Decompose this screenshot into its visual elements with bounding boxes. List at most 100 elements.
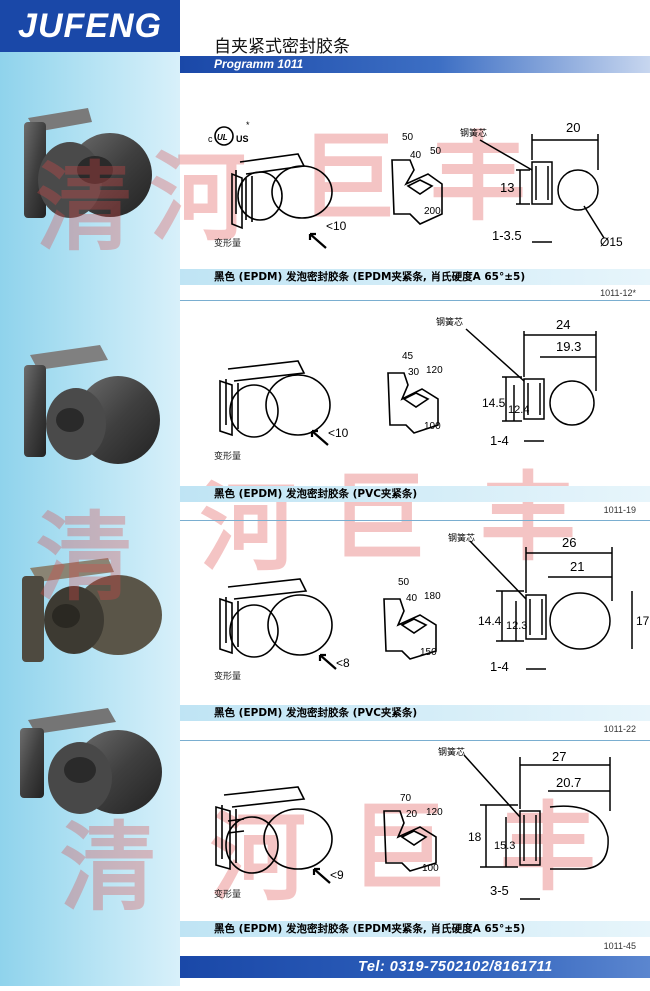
profile-angle-4: 150 xyxy=(420,647,437,658)
steel-core-label: 钢簧芯 xyxy=(436,316,463,327)
profile-angle-3: 120 xyxy=(426,807,443,818)
section-divider xyxy=(180,520,650,521)
caption-bar: 黑色 (EPDM) 发泡密封胶条 (EPDM夹紧条, 肖氏硬度A 65°±5) xyxy=(180,269,650,285)
profile-angle-1: 70 xyxy=(400,793,412,804)
cross-section-drawing xyxy=(465,328,597,442)
section-divider xyxy=(180,300,650,301)
caption-bar: 黑色 (EPDM) 发泡密封胶条 (PVC夹紧条) xyxy=(180,705,650,721)
drawing-1011-12: c UL US * <10 50 40 50 200 xyxy=(208,120,623,249)
cross-section-drawing xyxy=(469,540,633,670)
product-photo-column xyxy=(0,0,180,986)
dim-height: 18 xyxy=(468,830,482,844)
product-photos xyxy=(20,108,162,814)
deform-value: <8 xyxy=(336,656,350,670)
product-section-1011-45: <9 70 20 120 100 钢簧芯 27 20.7 18 15.3 xyxy=(180,741,650,955)
profile-drawing xyxy=(383,598,437,660)
cross-section-drawing xyxy=(463,754,611,900)
seal-3d-drawing xyxy=(219,578,333,658)
steel-core-label: 钢簧芯 xyxy=(438,746,465,757)
contact-bar: Tel: 0319-7502102/8161711 xyxy=(180,956,650,978)
product-code: 1011-19 xyxy=(603,505,636,515)
seal-photo-2 xyxy=(24,345,160,464)
profile-angle-4: 100 xyxy=(422,863,439,874)
dim-diameter: Ø15 xyxy=(600,235,623,249)
program-bar: Programm 1011 xyxy=(180,56,650,73)
profile-drawing xyxy=(387,372,439,434)
profile-angle-3: 120 xyxy=(426,365,443,376)
svg-text:UL: UL xyxy=(217,133,228,142)
dim-clamp-range: 1-4 xyxy=(490,659,509,674)
product-section-1011-22: <8 50 40 180 150 钢簧芯 26 21 14.4 xyxy=(180,521,650,740)
product-code: 1011-12* xyxy=(600,288,636,298)
deform-arrow-icon xyxy=(310,429,329,446)
deform-arrow-icon xyxy=(312,867,331,884)
profile-angle-4: 100 xyxy=(424,421,441,432)
dim-width: 20 xyxy=(566,120,580,135)
seal-3d-drawing xyxy=(219,360,331,438)
caption-bar: 黑色 (EPDM) 发泡密封胶条 (PVC夹紧条) xyxy=(180,486,650,502)
profile-angle-2: 20 xyxy=(406,809,418,820)
deform-arrow-icon xyxy=(308,232,327,249)
product-section-1011-19: <10 45 30 120 100 钢簧芯 24 19.3 14.5 12.4 xyxy=(180,301,650,520)
deform-value: <10 xyxy=(328,426,349,440)
profile-angle-2: 30 xyxy=(408,367,420,378)
dim-width: 27 xyxy=(552,749,566,764)
dim-height: 14.4 xyxy=(478,614,502,628)
deform-value: <9 xyxy=(330,868,344,882)
profile-angle-4: 200 xyxy=(424,206,441,217)
profile-drawing xyxy=(391,159,443,225)
seal-photo-4 xyxy=(20,708,162,814)
product-caption: 黑色 (EPDM) 发泡密封胶条 (PVC夹紧条) xyxy=(214,707,418,719)
steel-core-label: 钢簧芯 xyxy=(460,127,487,138)
page-title: 自夹紧式密封胶条 xyxy=(214,37,350,57)
profile-angle-1: 50 xyxy=(398,577,410,588)
ul-c: c xyxy=(208,134,213,144)
section-divider xyxy=(180,740,650,741)
drawing-1011-19: <10 45 30 120 100 钢簧芯 24 19.3 14.5 12.4 xyxy=(219,316,597,448)
seal-photo-1 xyxy=(24,108,152,218)
product-caption: 黑色 (EPDM) 发泡密封胶条 (EPDM夹紧条, 肖氏硬度A 65°±5) xyxy=(214,271,526,283)
ul-star: * xyxy=(246,120,250,130)
dim-bulb-height: 17 xyxy=(636,614,650,628)
dim-clamp-range: 1-4 xyxy=(490,433,509,448)
dim-clamp-height: 12.4 xyxy=(508,404,529,416)
ul-certification-icon: c UL US * xyxy=(208,120,250,146)
seal-photo-3 xyxy=(22,558,162,662)
deform-label: 变形量 xyxy=(214,452,242,462)
drawing-1011-22: <8 50 40 180 150 钢簧芯 26 21 14.4 xyxy=(219,532,650,674)
steel-core-label: 钢簧芯 xyxy=(448,532,475,543)
program-label: Programm 1011 xyxy=(214,57,304,71)
dim-inner-width: 20.7 xyxy=(556,775,581,790)
telephone-number: Tel: 0319-7502102/8161711 xyxy=(358,959,553,975)
profile-angle-3: 180 xyxy=(424,591,441,602)
profile-drawing xyxy=(383,810,437,872)
dim-clamp-range: 3-5 xyxy=(490,883,509,898)
dim-clamp-height: 15.3 xyxy=(494,840,515,852)
dim-inner-width: 21 xyxy=(570,559,584,574)
dim-height: 14.5 xyxy=(482,396,506,410)
deform-arrow-icon xyxy=(318,653,337,670)
brand-logo: JUFENG xyxy=(0,0,180,52)
product-section-1011-12: c UL US * <10 50 40 50 200 xyxy=(180,74,650,299)
deform-label: 变形量 xyxy=(214,890,242,900)
dim-inner-width: 19.3 xyxy=(556,339,581,354)
product-code: 1011-22 xyxy=(603,724,636,734)
product-code: 1011-45 xyxy=(603,941,636,951)
ul-us: US xyxy=(236,134,249,144)
profile-angle-2: 40 xyxy=(410,150,422,161)
product-caption: 黑色 (EPDM) 发泡密封胶条 (EPDM夹紧条, 肖氏硬度A 65°±5) xyxy=(214,923,526,935)
deform-label: 变形量 xyxy=(214,672,242,682)
deform-value: <10 xyxy=(326,219,347,233)
dim-width: 24 xyxy=(556,317,570,332)
seal-3d-drawing xyxy=(231,153,333,230)
deform-label: 变形量 xyxy=(214,239,242,249)
cross-section-drawing xyxy=(479,134,605,243)
dim-clamp-range: 1-3.5 xyxy=(492,228,522,243)
dim-height: 13 xyxy=(500,180,514,195)
dim-clamp-height: 12.3 xyxy=(506,620,527,632)
seal-3d-drawing xyxy=(215,786,333,874)
profile-angle-1: 50 xyxy=(402,132,414,143)
dim-width: 26 xyxy=(562,535,576,550)
profile-angle-1: 45 xyxy=(402,351,414,362)
drawing-1011-45: <9 70 20 120 100 钢簧芯 27 20.7 18 15.3 xyxy=(215,746,611,900)
